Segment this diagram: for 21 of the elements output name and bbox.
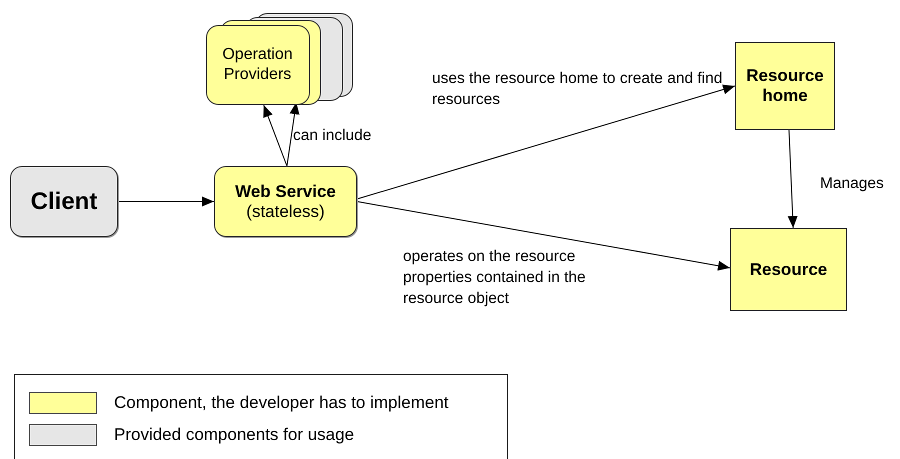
service-box [214, 166, 357, 237]
node-label: Web Service (stateless) [235, 182, 336, 222]
edge-label: Manages [820, 174, 884, 194]
node-label: Resource [750, 260, 828, 280]
node-label: Operation Providers [221, 45, 294, 85]
edge-label: operates on the resource properties contained in the resource object [403, 247, 587, 309]
node-label: Resource home [745, 66, 825, 106]
arrow [788, 130, 798, 228]
edge-label: can include [293, 126, 372, 146]
legend-label: Component, the developer has to implement [114, 393, 449, 413]
legend-label: Provided components for usage [114, 425, 354, 445]
provider-stack [206, 13, 354, 105]
edge-label: uses the resource home to create and find resources [432, 69, 724, 110]
arrow [356, 84, 736, 200]
arrow [118, 196, 214, 206]
resource-home-box [735, 42, 835, 130]
node-label: Client [30, 188, 98, 216]
arrow [356, 201, 730, 271]
resource-box [730, 228, 847, 311]
client-box [10, 166, 118, 237]
arrow [263, 104, 288, 166]
